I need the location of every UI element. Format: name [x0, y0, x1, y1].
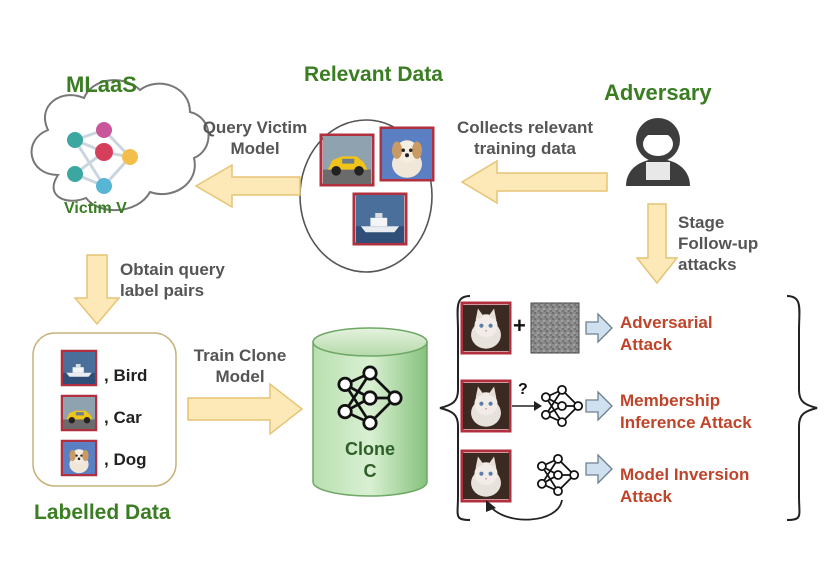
- relevant-dog-image: [379, 126, 435, 182]
- arrow-relevant-to-mlaas: [194, 163, 301, 209]
- adversarial-arrow: [585, 312, 613, 344]
- inversion-arrow: [585, 453, 613, 485]
- inversion-line1: Model Inversion: [620, 465, 750, 484]
- stage-line3: attacks: [678, 255, 737, 274]
- victim-label: Victim V: [64, 200, 127, 217]
- network-icon: [67, 122, 138, 194]
- labelled-item-dog: , Dog: [104, 450, 147, 469]
- collects-line1: Collects relevant: [456, 118, 594, 137]
- clone-line2: C: [363, 461, 377, 481]
- labelled-dog-image: [60, 439, 98, 477]
- membership-arrow: [585, 390, 613, 422]
- membership-line1: Membership: [620, 391, 721, 410]
- membership-line2: Inference Attack: [620, 413, 752, 432]
- adversarial-line2: Attack: [620, 335, 672, 354]
- stage-followup-label: Stage Follow-up attacks: [678, 212, 758, 275]
- membership-attack-label: Membership Inference Attack: [620, 390, 752, 434]
- noise-image: [530, 302, 580, 354]
- query-victim-line1: Query Victim: [202, 118, 308, 137]
- adversarial-line1: Adversarial: [620, 313, 713, 332]
- obtain-label: Obtain query label pairs: [120, 259, 225, 301]
- arrow-mlaas-down: [73, 254, 121, 326]
- adversarial-row: [460, 301, 613, 355]
- query-victim-line2: Model: [230, 139, 280, 158]
- right-brace: [786, 295, 818, 521]
- query-victim-label: Query Victim Model: [190, 117, 320, 159]
- labelled-data-title: Labelled Data: [34, 501, 171, 524]
- inversion-line2: Attack: [620, 487, 672, 506]
- train-clone-line2: Model: [215, 367, 265, 386]
- train-clone-line1: Train Clone: [193, 346, 287, 365]
- adversarial-attack-label: Adversarial Attack: [620, 312, 713, 356]
- mlaas-title: MLaaS: [66, 72, 137, 97]
- collects-line2: training data: [473, 139, 576, 158]
- hacker-icon: [626, 118, 690, 186]
- inversion-row: [460, 449, 613, 521]
- adversary-title: Adversary: [604, 80, 712, 105]
- question-mark: ?: [518, 381, 528, 398]
- inversion-curve-arrow: [489, 499, 563, 521]
- obtain-line1: Obtain query: [120, 260, 225, 279]
- relevant-data-title: Relevant Data: [304, 63, 443, 86]
- relevant-boat-image: [352, 192, 408, 246]
- arrows: [73, 159, 679, 436]
- relevant-car-image: [319, 133, 375, 187]
- plus-sign: +: [513, 313, 526, 338]
- membership-network-icon: [540, 384, 584, 428]
- stage-line2: Follow-up: [678, 234, 759, 253]
- labelled-item-bird: , Bird: [104, 366, 148, 385]
- obtain-line2: label pairs: [120, 281, 205, 300]
- inversion-network-icon: [536, 453, 580, 497]
- labelled-car-image: [60, 394, 98, 432]
- arrow-labelled-to-clone: [187, 382, 304, 436]
- arrow-adversary-to-relevant: [460, 159, 608, 205]
- inversion-attack-label: Model Inversion Attack: [620, 464, 749, 508]
- labelled-bird-image: [60, 349, 98, 387]
- labelled-item-car: , Car: [104, 408, 142, 427]
- clone-label: Clone C: [320, 438, 420, 482]
- collects-label: Collects relevant training data: [440, 117, 610, 159]
- arrow-adversary-down: [635, 203, 679, 285]
- clone-line1: Clone: [344, 439, 395, 459]
- membership-row: [460, 379, 613, 433]
- train-clone-label: Train Clone Model: [180, 345, 300, 387]
- left-brace: [439, 295, 471, 521]
- stage-line1: Stage: [678, 213, 725, 232]
